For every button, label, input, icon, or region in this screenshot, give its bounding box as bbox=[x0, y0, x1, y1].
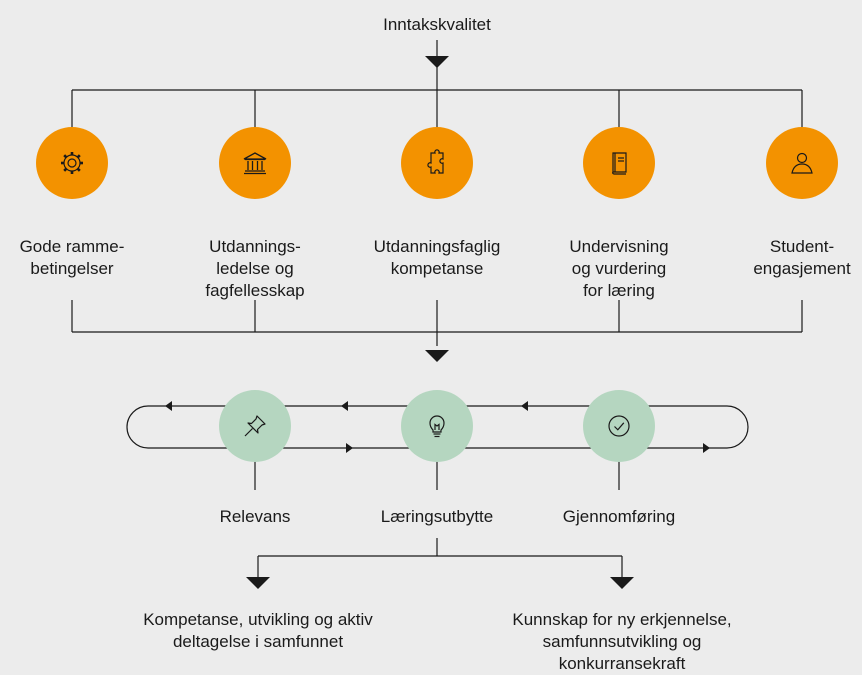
left-arrow-icon bbox=[341, 401, 348, 411]
right-arrow-icon bbox=[703, 443, 710, 453]
institution-building-icon bbox=[243, 152, 267, 175]
down-arrow-icon bbox=[246, 577, 270, 589]
down-arrow-icon bbox=[425, 56, 449, 68]
lightbulb-icon bbox=[429, 415, 445, 438]
down-arrow-icon bbox=[425, 350, 449, 362]
person-icon bbox=[791, 152, 813, 174]
factor-label-competence: Utdanningsfaglig kompetanse bbox=[373, 237, 501, 278]
result-label-society: Kompetanse, utvikling og aktiv deltagels… bbox=[143, 610, 373, 651]
outcome-label-completion: Gjennomføring bbox=[562, 507, 676, 526]
factor-circle-leadership bbox=[219, 127, 291, 199]
outcome-circle-completion bbox=[583, 390, 655, 462]
education-quality-diagram: Inntakskvalitet bbox=[19, 15, 851, 673]
factor-circle-teaching bbox=[583, 127, 655, 199]
outcome-label-learning: Læringsutbytte bbox=[380, 507, 494, 526]
outcome-label-relevance: Relevans bbox=[219, 507, 291, 526]
factor-label-engagement: Student- engasjement bbox=[753, 237, 851, 278]
connector-lines bbox=[71, 40, 803, 589]
down-arrow-icon bbox=[610, 577, 634, 589]
left-arrow-icon bbox=[521, 401, 528, 411]
input-label: Inntakskvalitet bbox=[383, 15, 491, 34]
left-arrow-icon bbox=[165, 401, 172, 411]
puzzle-piece-icon bbox=[427, 149, 444, 174]
right-arrow-icon bbox=[346, 443, 353, 453]
factor-label-framework: Gode ramme- betingelser bbox=[19, 237, 125, 278]
result-label-knowledge: Kunnskap for ny erkjennelse, samfunnsutv… bbox=[512, 610, 732, 673]
factor-label-leadership: Utdannings- ledelse og fagfellesskap bbox=[205, 237, 305, 300]
book-icon bbox=[612, 152, 627, 175]
pushpin-icon bbox=[244, 415, 266, 437]
factor-label-teaching: Undervisning og vurdering for læring bbox=[569, 237, 669, 300]
loop-track bbox=[126, 405, 749, 449]
outcome-circle-relevance bbox=[219, 390, 291, 462]
gear-icon bbox=[61, 152, 83, 174]
factor-circle-engagement bbox=[766, 127, 838, 199]
outcome-circle-learning bbox=[401, 390, 473, 462]
factor-circle-framework bbox=[36, 127, 108, 199]
checkmark-circle-icon bbox=[608, 415, 630, 437]
factor-circle-competence bbox=[401, 127, 473, 199]
